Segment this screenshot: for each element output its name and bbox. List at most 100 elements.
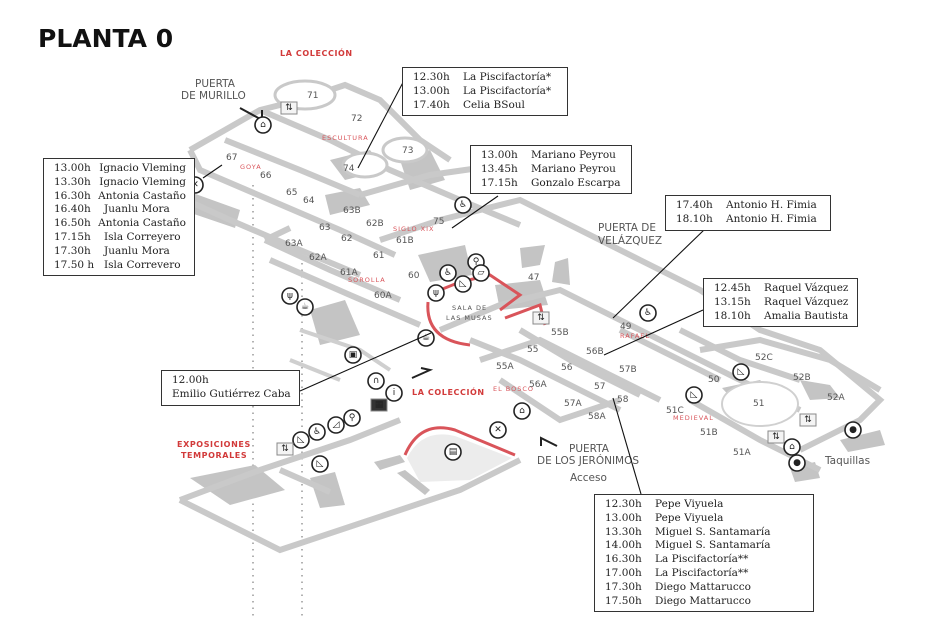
schedule-time: 13.15h	[714, 295, 751, 308]
room-number: 62A	[309, 253, 327, 263]
schedule-time: 17.40h	[413, 98, 450, 111]
schedule-performer: Antonio H. Fimia	[726, 212, 817, 225]
schedule-performer: Emilio Gutiérrez Caba	[172, 387, 291, 400]
room-number: 51	[753, 399, 764, 409]
svg-text:♿: ♿	[444, 268, 452, 278]
elevator-icon: ⇅	[799, 413, 817, 427]
schedule-performer: Isla Correvero	[104, 258, 181, 271]
svg-text:▤: ▤	[449, 447, 458, 457]
person-icon: ●	[788, 454, 806, 472]
svg-text:⌂: ⌂	[789, 442, 795, 452]
room-number: 57A	[564, 399, 582, 409]
cloakroom-icon: ⌂	[513, 402, 531, 420]
room-number: 73	[402, 146, 413, 156]
shop-icon: ▣	[344, 346, 362, 364]
sala-musas-label-1: SALA DE	[452, 304, 487, 312]
room-number: 52C	[755, 353, 773, 363]
schedule-performer: Pepe Viyuela	[655, 498, 724, 510]
room-number: 63A	[285, 239, 303, 249]
schedule-time: 13.00h	[413, 84, 450, 97]
svg-text:▱: ▱	[478, 268, 485, 278]
svg-text:∩: ∩	[373, 376, 380, 386]
restaurant-icon: ψ	[427, 284, 445, 302]
room-number: 66	[260, 171, 272, 181]
room-number: 57B	[619, 365, 637, 375]
schedule-performer: Miguel S. Santamaría	[655, 539, 771, 552]
schedule-time: 17.50 h	[54, 258, 95, 271]
schedule-performer: Diego Mattarucco	[655, 594, 751, 607]
svg-text:◺: ◺	[298, 435, 305, 445]
schedule-entry: 17.50 h Isla Correvero	[54, 259, 186, 273]
schedule-performer: Ignacio Vleming	[99, 175, 186, 188]
svg-text:⇅: ⇅	[281, 444, 289, 454]
svg-text:i: i	[393, 388, 396, 398]
room-number: 62B	[366, 219, 384, 229]
accessible-icon: ♿	[439, 264, 457, 282]
svg-text:✕: ✕	[494, 425, 502, 435]
schedule-performer: Antonia Castaño	[98, 189, 186, 202]
ramp-icon: ◿	[327, 416, 345, 434]
schedule-performer: Raquel Vázquez	[764, 282, 849, 294]
schedule-time: 16.30h	[605, 553, 642, 566]
schedule-performer: Isla Correyero	[104, 230, 181, 243]
room-number: 57	[594, 382, 605, 392]
room-number: 51A	[733, 448, 751, 458]
elevator-icon: ⇅	[280, 101, 298, 115]
schedule-time: 17.30h	[54, 244, 91, 257]
schedule-performer: Celia BSoul	[463, 98, 525, 111]
map-qr-icon: ▦	[370, 398, 388, 412]
restroom-icon: ⚲	[343, 409, 361, 427]
schedule-time: 13.30h	[605, 525, 642, 538]
schedule-time: 13.00h	[481, 149, 518, 161]
svg-text:✕: ✕	[191, 180, 199, 190]
room-number: 63B	[343, 206, 361, 216]
room-number: 56A	[529, 380, 547, 390]
door-jeronimos-2: DE LOS JERÓNIMOS	[537, 454, 639, 467]
svg-text:♿: ♿	[644, 308, 652, 318]
svg-text:⚲: ⚲	[349, 413, 356, 423]
room-number: 55B	[551, 328, 569, 338]
door-velazquez-1: PUERTA DE	[598, 222, 656, 234]
sala-musas-label-2: LAS MUSAS	[446, 314, 493, 322]
svg-text:⚲: ⚲	[473, 257, 480, 267]
room-number: 65	[286, 188, 297, 198]
schedule-entry: 12.00h	[172, 374, 291, 388]
zone-goya: GOYA	[240, 163, 262, 171]
svg-text:⌂: ⌂	[519, 406, 525, 416]
person-icon: ●	[844, 421, 862, 439]
accessible-icon: ♿	[308, 423, 326, 441]
svg-text:◺: ◺	[738, 367, 745, 377]
room-number: 60A	[374, 291, 392, 301]
arrow-jeronimos-icon	[540, 436, 558, 447]
schedule-performer: Amalia Bautista	[764, 309, 849, 322]
schedule-time: 18.10h	[714, 309, 751, 322]
schedule-performer: La Piscifactoría*	[463, 71, 552, 83]
svg-text:◺: ◺	[317, 459, 324, 469]
restaurant-icon: ψ	[281, 287, 299, 305]
escalator-icon: ◺	[292, 431, 310, 449]
room-number: 51B	[700, 428, 718, 438]
room-number: 52A	[827, 393, 845, 403]
svg-text:◺: ◺	[691, 390, 698, 400]
room-number: 61A	[340, 268, 358, 278]
zone-medieval: MEDIEVAL	[673, 414, 714, 422]
schedule-performer: Gonzalo Escarpa	[531, 176, 621, 189]
schedule-time: 17.15h	[54, 230, 91, 243]
schedule-time: 16.40h	[54, 203, 91, 216]
